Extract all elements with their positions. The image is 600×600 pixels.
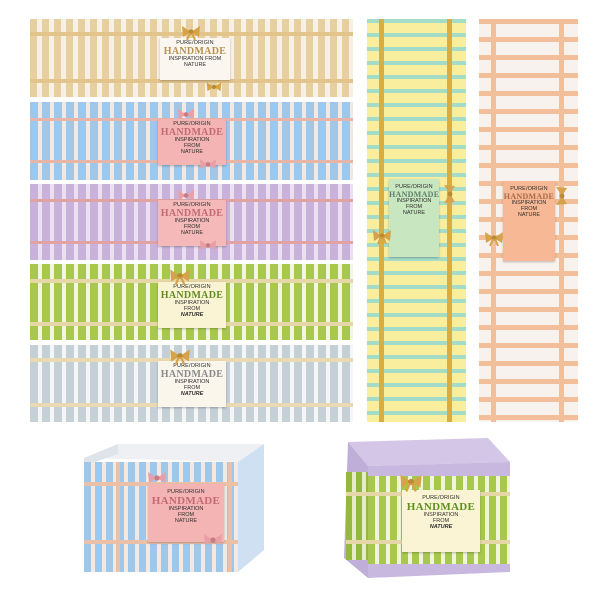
soap-label: PURE/ORIGIN HANDMADE INSPIRATION FROM NA… bbox=[402, 490, 480, 552]
wrap-strip-tan: PURE/ORIGIN HANDMADE INSPIRATION FROM NA… bbox=[30, 19, 353, 97]
box-label: PURE/ORIGIN HANDMADE INSPIRATION FROM NA… bbox=[148, 484, 224, 542]
wrap-label: PURE/ORIGIN HANDMADE INSPIRATION FROM NA… bbox=[158, 200, 226, 246]
soap-mockup: PURE/ORIGIN HANDMADE INSPIRATION FROM NA… bbox=[338, 432, 518, 582]
wrap-strip-grey: PURE/ORIGIN HANDMADE INSPIRATION FROM NA… bbox=[30, 345, 353, 422]
bow-icon bbox=[373, 230, 391, 245]
bow-icon bbox=[182, 26, 200, 40]
bow-icon bbox=[170, 269, 190, 285]
wrap-strip-peach-vertical: PURE/ORIGIN HANDMADE INSPIRATION FROM NA… bbox=[479, 19, 578, 422]
wrap-label: PURE/ORIGIN HANDMADE INSPIRATION FROM NA… bbox=[389, 179, 439, 257]
bow-icon bbox=[204, 534, 222, 545]
bow-icon bbox=[485, 232, 503, 247]
bow-icon bbox=[199, 159, 217, 170]
bow-icon bbox=[444, 185, 455, 203]
bow-icon bbox=[177, 190, 195, 201]
wrap-label: PURE/ORIGIN HANDMADE INSPIRATION FROM NA… bbox=[158, 119, 226, 165]
bow-icon bbox=[199, 240, 217, 251]
wrap-label: PURE/ORIGIN HANDMADE INSPIRATION FROM NA… bbox=[160, 38, 230, 80]
bow-icon bbox=[170, 349, 190, 365]
bow-icon bbox=[400, 474, 422, 492]
bow-icon bbox=[556, 187, 567, 205]
wrap-label: PURE/ORIGIN HANDMADE INSPIRATION FROM NA… bbox=[503, 181, 555, 261]
wrap-strip-purple: PURE/ORIGIN HANDMADE INSPIRATION FROM NA… bbox=[30, 184, 353, 260]
bow-icon bbox=[206, 82, 222, 92]
box-mockup: PURE/ORIGIN HANDMADE INSPIRATION FROM NA… bbox=[78, 440, 268, 580]
wrap-strip-green: PURE/ORIGIN HANDMADE INSPIRATION FROM NA… bbox=[30, 264, 353, 340]
wrap-strip-yellow-vertical: PURE/ORIGIN HANDMADE INSPIRATION FROM NA… bbox=[367, 19, 466, 422]
bow-icon bbox=[177, 109, 195, 120]
bow-icon bbox=[148, 472, 166, 483]
wrap-label: PURE/ORIGIN HANDMADE INSPIRATION FROM NA… bbox=[158, 282, 226, 328]
wrap-label: PURE/ORIGIN HANDMADE INSPIRATION FROM NA… bbox=[158, 361, 226, 407]
wrap-strip-blue: PURE/ORIGIN HANDMADE INSPIRATION FROM NA… bbox=[30, 102, 353, 180]
